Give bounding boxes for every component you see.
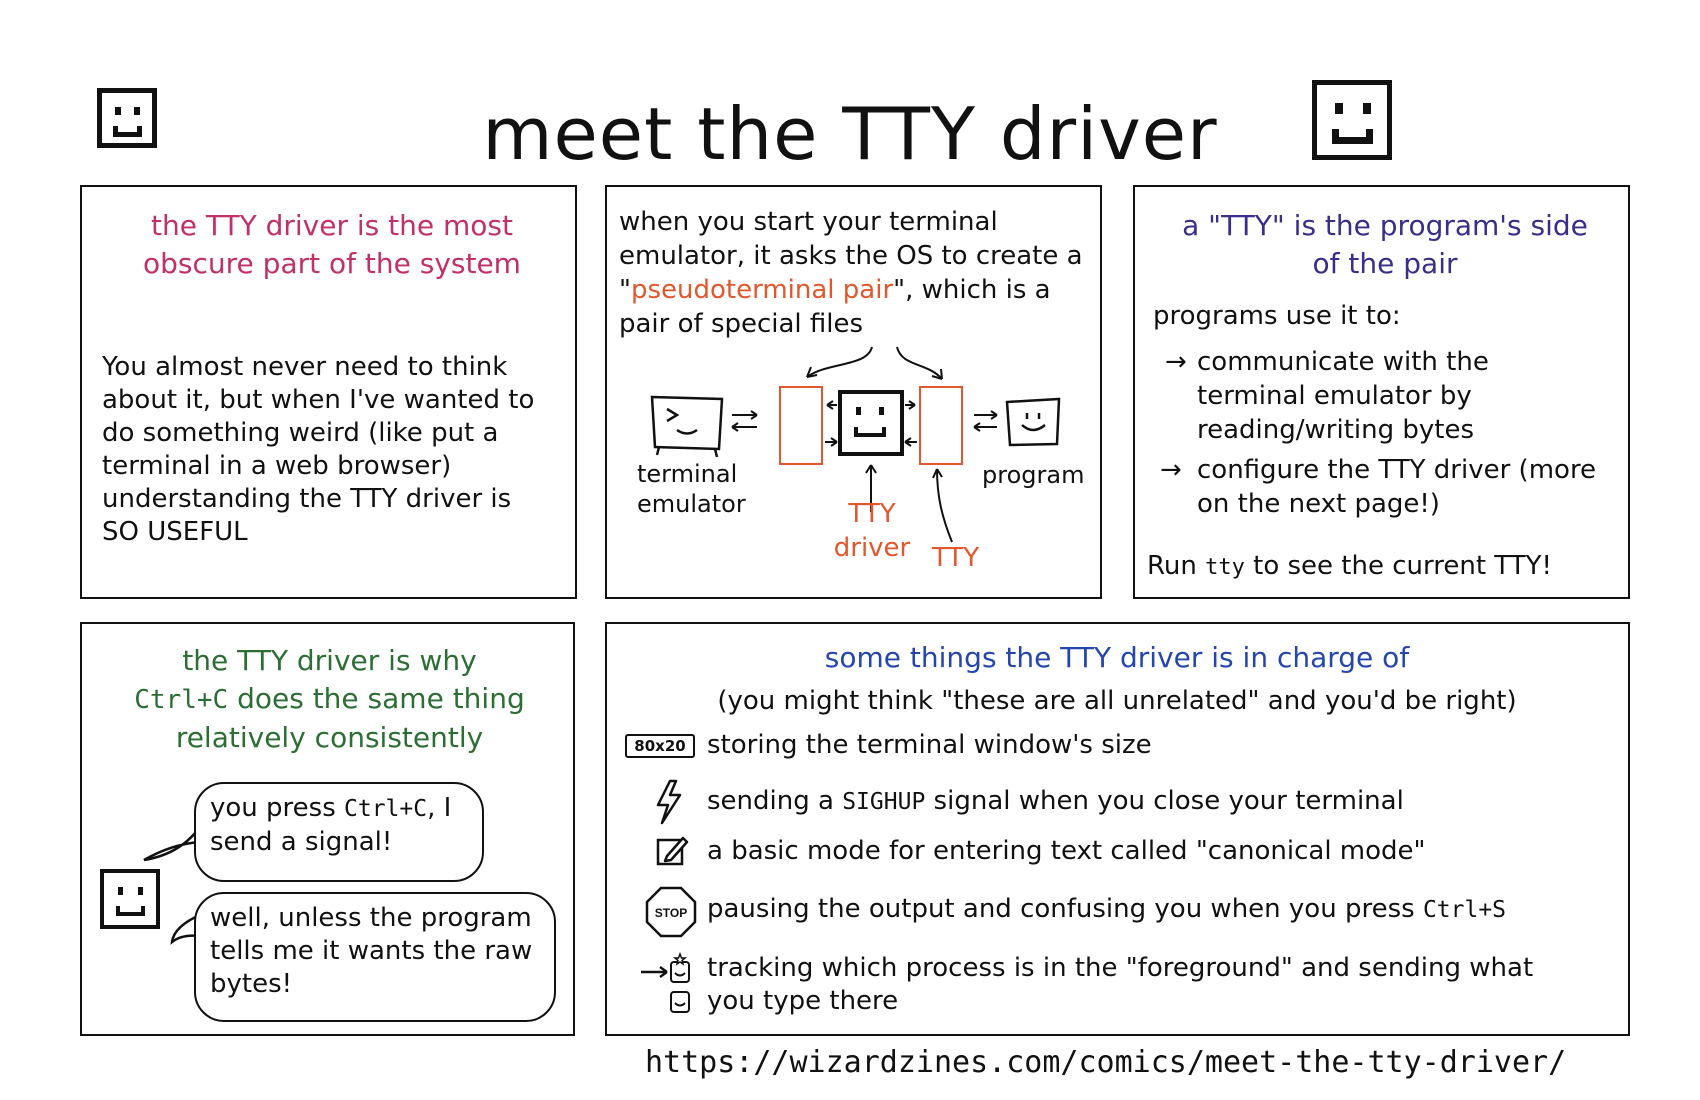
speech-bubble-signal: you press Ctrl+C, I send a signal! xyxy=(194,782,484,882)
run-tty-footer: Run tty to see the current TTY! xyxy=(1147,551,1552,581)
panel-responsibilities: some things the TTY driver is in charge … xyxy=(605,622,1630,1036)
tty-label: TTY xyxy=(932,543,980,573)
responsibility-sighup: sending a SIGHUP signal when you close y… xyxy=(707,786,1404,816)
tty-driver-label: TTY driver xyxy=(833,499,911,563)
panel-pseudoterminal-intro: when you start your terminal emulator, i… xyxy=(619,205,1094,341)
panel-obscure-body: You almost never need to think about it,… xyxy=(102,352,535,547)
panel-pseudoterminal: when you start your terminal emulator, i… xyxy=(605,185,1102,599)
pseudoterminal-diagram xyxy=(650,346,1061,543)
responsibility-pause-output: pausing the output and confusing you whe… xyxy=(707,894,1507,924)
lightning-icon xyxy=(656,779,682,825)
responsibility-foreground: tracking which process is in the "foregr… xyxy=(707,953,1534,1016)
ctrl-c-code: Ctrl+C xyxy=(134,685,229,715)
foreground-process-icon xyxy=(641,952,690,1013)
responsibility-window-size: storing the terminal window's size xyxy=(707,730,1152,760)
edit-pencil-icon xyxy=(656,836,689,866)
arrow-icon: → xyxy=(1160,455,1182,485)
tty-command: tty xyxy=(1205,555,1245,580)
program-label: program xyxy=(982,461,1085,489)
panel-ctrl-c-heading: the TTY driver is why Ctrl+C does the sa… xyxy=(134,644,525,754)
panel-responsibilities-heading: some things the TTY driver is in charge … xyxy=(824,641,1410,674)
pty-slave-file xyxy=(919,386,963,465)
panel-what-is-tty: a "TTY" is the program's side of the pai… xyxy=(1133,185,1630,599)
panel-ctrl-c: the TTY driver is why Ctrl+C does the sa… xyxy=(80,622,575,1036)
stop-sign-text: STOP xyxy=(655,906,687,920)
programs-use-it-label: programs use it to: xyxy=(1153,301,1401,331)
speech-bubble-raw-bytes: well, unless the program tells me it wan… xyxy=(194,892,556,1022)
tty-use-item-1: communicate with the terminal emulator b… xyxy=(1197,347,1489,445)
intro-text-a: when you start your terminal emulator, i… xyxy=(619,207,1083,305)
responsibility-canonical-mode: a basic mode for entering text called "c… xyxy=(707,836,1426,866)
tty-driver-face-icon xyxy=(100,869,160,929)
arrow-icon: → xyxy=(1165,347,1187,377)
program-icon xyxy=(1005,397,1061,447)
terminal-emulator-label: terminal emulator xyxy=(637,460,746,518)
smiley-face-icon-large xyxy=(1312,80,1392,160)
ctrl-s-code: Ctrl+S xyxy=(1422,897,1507,923)
panel-responsibilities-subheading: (you might think "these are all unrelate… xyxy=(717,686,1517,716)
pty-master-file xyxy=(779,386,823,465)
window-size-icon: 80x20 xyxy=(625,734,695,758)
stop-sign-icon: STOP xyxy=(645,886,697,938)
intro-text-b: ", which is a pair of special files xyxy=(619,275,1051,339)
panel-obscure-heading: the TTY driver is the most obscure part … xyxy=(143,209,521,280)
smiley-face-icon xyxy=(97,88,157,148)
tty-driver-face-icon xyxy=(838,390,904,456)
panel-obscure: the TTY driver is the most obscure part … xyxy=(80,185,577,599)
page-title: meet the TTY driver xyxy=(482,92,1218,176)
tty-use-item-2: configure the TTY driver (more on the ne… xyxy=(1197,455,1597,519)
pseudoterminal-pair-highlight: pseudoterminal pair xyxy=(630,275,894,305)
panel-what-is-tty-heading: a "TTY" is the program's side of the pai… xyxy=(1182,209,1588,280)
sighup-code: SIGHUP xyxy=(842,789,926,815)
source-url[interactable]: https://wizardzines.com/comics/meet-the-… xyxy=(645,1045,1567,1080)
terminal-emulator-icon xyxy=(650,395,724,458)
